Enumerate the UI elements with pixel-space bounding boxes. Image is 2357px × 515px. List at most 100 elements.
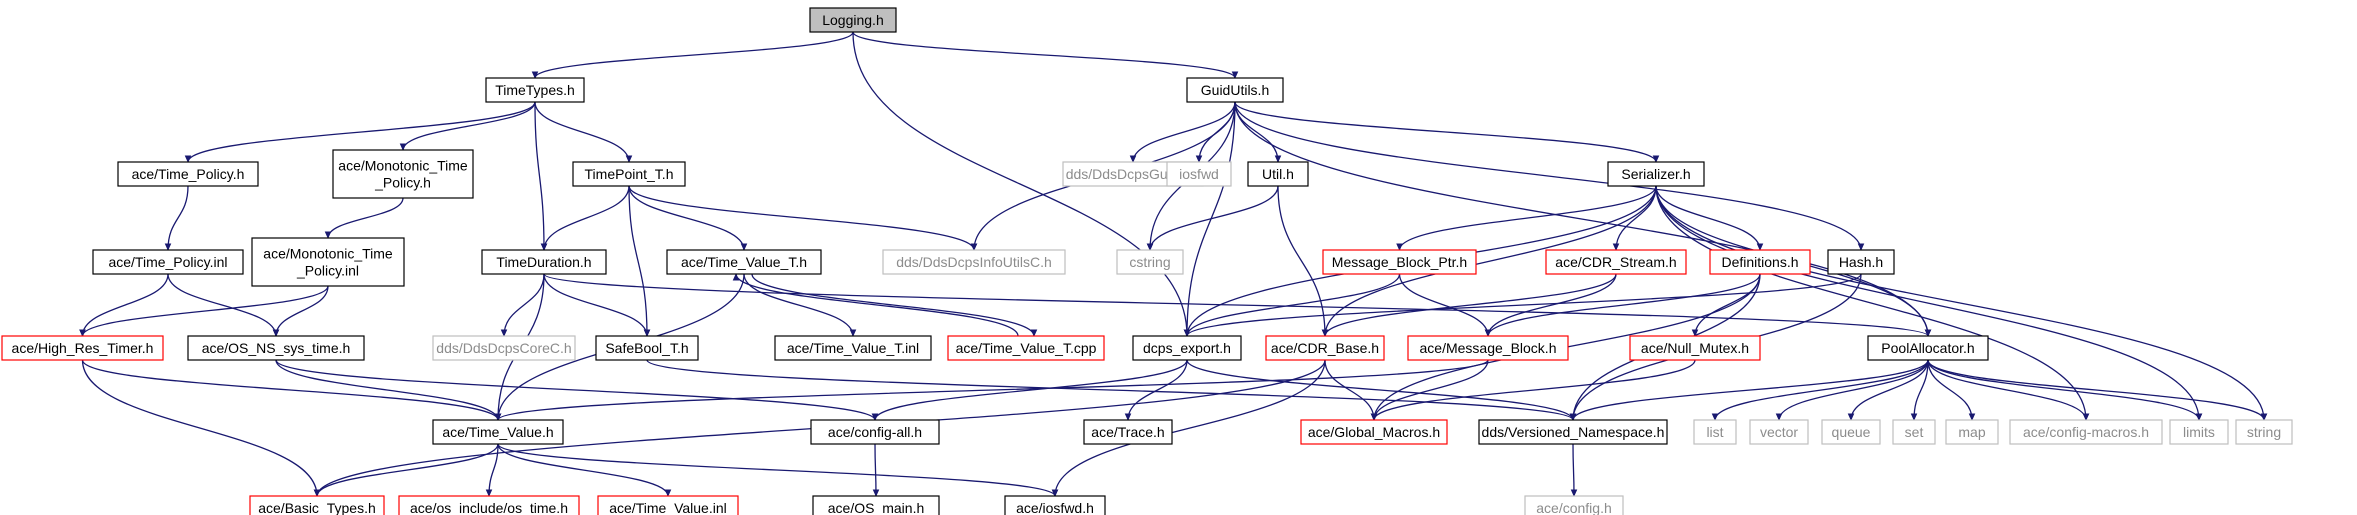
node-time-policy[interactable]: ace/Time_Policy.h [117, 161, 259, 187]
edge-os-ns-sys-time-to-time-value-h [275, 359, 498, 420]
node-label: ace/OS_main.h [828, 500, 925, 515]
node-label: ace/config-all.h [828, 424, 922, 440]
edge-dcps-export-to-trace [1128, 359, 1188, 420]
node-message-block[interactable]: ace/Message_Block.h [1407, 335, 1569, 361]
node-box [1821, 419, 1881, 445]
node-label: _Policy.inl [296, 263, 359, 279]
edge-time-policy-inl-to-high-res-timer [83, 273, 169, 336]
node-msg-block-ptr[interactable]: Message_Block_Ptr.h [1322, 249, 1477, 275]
edge-time-value-h-to-os-time [489, 443, 499, 496]
node-logging[interactable]: Logging.h [809, 7, 897, 33]
node-box [1945, 419, 1999, 445]
node-time-policy-inl[interactable]: ace/Time_Policy.inl [92, 249, 244, 275]
node-global-macros[interactable]: ace/Global_Macros.h [1300, 419, 1448, 445]
node-os-time[interactable]: ace/os_include/os_time.h [398, 495, 580, 515]
node-cstring[interactable]: cstring [1116, 249, 1184, 275]
edge-definitions-to-message-block [1488, 273, 1761, 336]
node-high-res-timer[interactable]: ace/High_Res_Timer.h [1, 335, 164, 361]
node-vector[interactable]: vector [1749, 419, 1809, 445]
node-basic-types[interactable]: ace/Basic_Types.h [249, 495, 385, 515]
node-label: ace/os_include/os_time.h [410, 500, 568, 515]
node-list[interactable]: list [1693, 419, 1737, 445]
node-time-value-t-h[interactable]: ace/Time_Value_T.h [666, 249, 822, 275]
node-box [1867, 335, 1989, 361]
node-limits[interactable]: limits [2169, 419, 2229, 445]
edge-serializer-to-string [1655, 185, 2264, 420]
edge-timepoint-to-safebool [628, 185, 647, 336]
edge-time-policy-inl-to-os-ns-sys-time [167, 273, 276, 336]
node-label: TimeDuration.h [496, 254, 591, 270]
node-box [947, 335, 1105, 361]
node-time-value-t-inl[interactable]: ace/Time_Value_T.inl [774, 335, 932, 361]
edge-util-to-cstring [1150, 185, 1279, 250]
edge-time-value-t-h-to-time-value-t-cpp [751, 273, 1034, 336]
node-set[interactable]: set [1892, 419, 1936, 445]
node-time-value-inl[interactable]: ace/Time_Value.inl [597, 495, 739, 515]
node-cdr-base[interactable]: ace/CDR_Base.h [1265, 335, 1385, 361]
edge-message-block-to-time-value-h [498, 359, 1489, 420]
node-config[interactable]: ace/config.h [1524, 495, 1624, 515]
node-map[interactable]: map [1945, 419, 1999, 445]
node-definitions[interactable]: Definitions.h [1709, 249, 1811, 275]
node-box [666, 249, 822, 275]
node-safebool[interactable]: SafeBool_T.h [595, 335, 699, 361]
node-label: ace/Message_Block.h [1420, 340, 1557, 356]
node-box [485, 77, 585, 103]
node-poolallocator[interactable]: PoolAllocator.h [1867, 335, 1989, 361]
edge-poolallocator-to-list [1715, 359, 1929, 420]
node-iosfwd[interactable]: iosfwd [1166, 161, 1232, 187]
node-label: ace/Trace.h [1091, 424, 1164, 440]
edge-high-res-timer-to-basic-types [81, 359, 318, 496]
node-serializer[interactable]: Serializer.h [1607, 161, 1705, 187]
node-label: ace/Basic_Types.h [258, 500, 376, 515]
node-versioned-ns[interactable]: dds/Versioned_Namespace.h [1478, 419, 1668, 445]
node-hash[interactable]: Hash.h [1827, 249, 1895, 275]
node-label: GuidUtils.h [1201, 82, 1269, 98]
node-config-macros[interactable]: ace/config-macros.h [2009, 419, 2163, 445]
node-box [1186, 77, 1284, 103]
node-time-value-h[interactable]: ace/Time_Value.h [432, 419, 564, 445]
edge-msg-block-ptr-to-dcps-export [1187, 273, 1401, 336]
edge-timetypes-to-time-policy [188, 101, 536, 162]
node-null-mutex[interactable]: ace/Null_Mutex.h [1629, 335, 1761, 361]
node-label: ace/Time_Value_T.h [681, 254, 807, 270]
edge-logging-to-timetypes [535, 31, 854, 78]
node-string[interactable]: string [2235, 419, 2293, 445]
node-box [2009, 419, 2163, 445]
node-util[interactable]: Util.h [1247, 161, 1309, 187]
node-config-all[interactable]: ace/config-all.h [810, 419, 940, 445]
node-ace-iosfwd[interactable]: ace/iosfwd.h [1004, 495, 1106, 515]
node-timepoint[interactable]: TimePoint_T.h [572, 161, 686, 187]
node-box [809, 7, 897, 33]
node-label: Logging.h [822, 12, 884, 28]
node-box [597, 495, 739, 515]
edge-cdr-stream-to-cdr-base [1325, 273, 1617, 336]
node-timetypes[interactable]: TimeTypes.h [485, 77, 585, 103]
edge-time-value-h-to-ace-iosfwd [497, 443, 1055, 496]
edge-timepoint-to-time-value-t-h [628, 185, 744, 250]
node-time-value-t-cpp[interactable]: ace/Time_Value_T.cpp [947, 335, 1105, 361]
node-infoutilsc[interactable]: dds/DdsDcpsInfoUtilsC.h [882, 249, 1066, 275]
node-label: Hash.h [1839, 254, 1883, 270]
node-box [1300, 419, 1448, 445]
node-dcps-export[interactable]: dcps_export.h [1132, 335, 1242, 361]
node-box [249, 495, 385, 515]
edge-timeduration-to-poolallocator [543, 273, 1928, 336]
node-monotonic-h[interactable]: ace/Monotonic_Time_Policy.h [332, 149, 474, 199]
node-guidutils[interactable]: GuidUtils.h [1186, 77, 1284, 103]
node-os-main[interactable]: ace/OS_main.h [812, 495, 940, 515]
node-queue[interactable]: queue [1821, 419, 1881, 445]
node-cdr-stream[interactable]: ace/CDR_Stream.h [1545, 249, 1687, 275]
edge-poolallocator-to-set [1914, 359, 1929, 420]
node-box [251, 237, 405, 287]
node-trace[interactable]: ace/Trace.h [1083, 419, 1173, 445]
node-label: ace/CDR_Stream.h [1555, 254, 1676, 270]
node-corec[interactable]: dds/DdsDcpsCoreC.h [432, 335, 576, 361]
node-label: ace/Time_Value.inl [609, 500, 727, 515]
node-timeduration[interactable]: TimeDuration.h [481, 249, 607, 275]
edge-timeduration-to-corec [504, 273, 545, 336]
node-monotonic-inl[interactable]: ace/Monotonic_Time_Policy.inl [251, 237, 405, 287]
node-box [1247, 161, 1309, 187]
node-os-ns-sys-time[interactable]: ace/OS_NS_sys_time.h [187, 335, 365, 361]
edge-poolallocator-to-config-macros [1927, 359, 2086, 420]
